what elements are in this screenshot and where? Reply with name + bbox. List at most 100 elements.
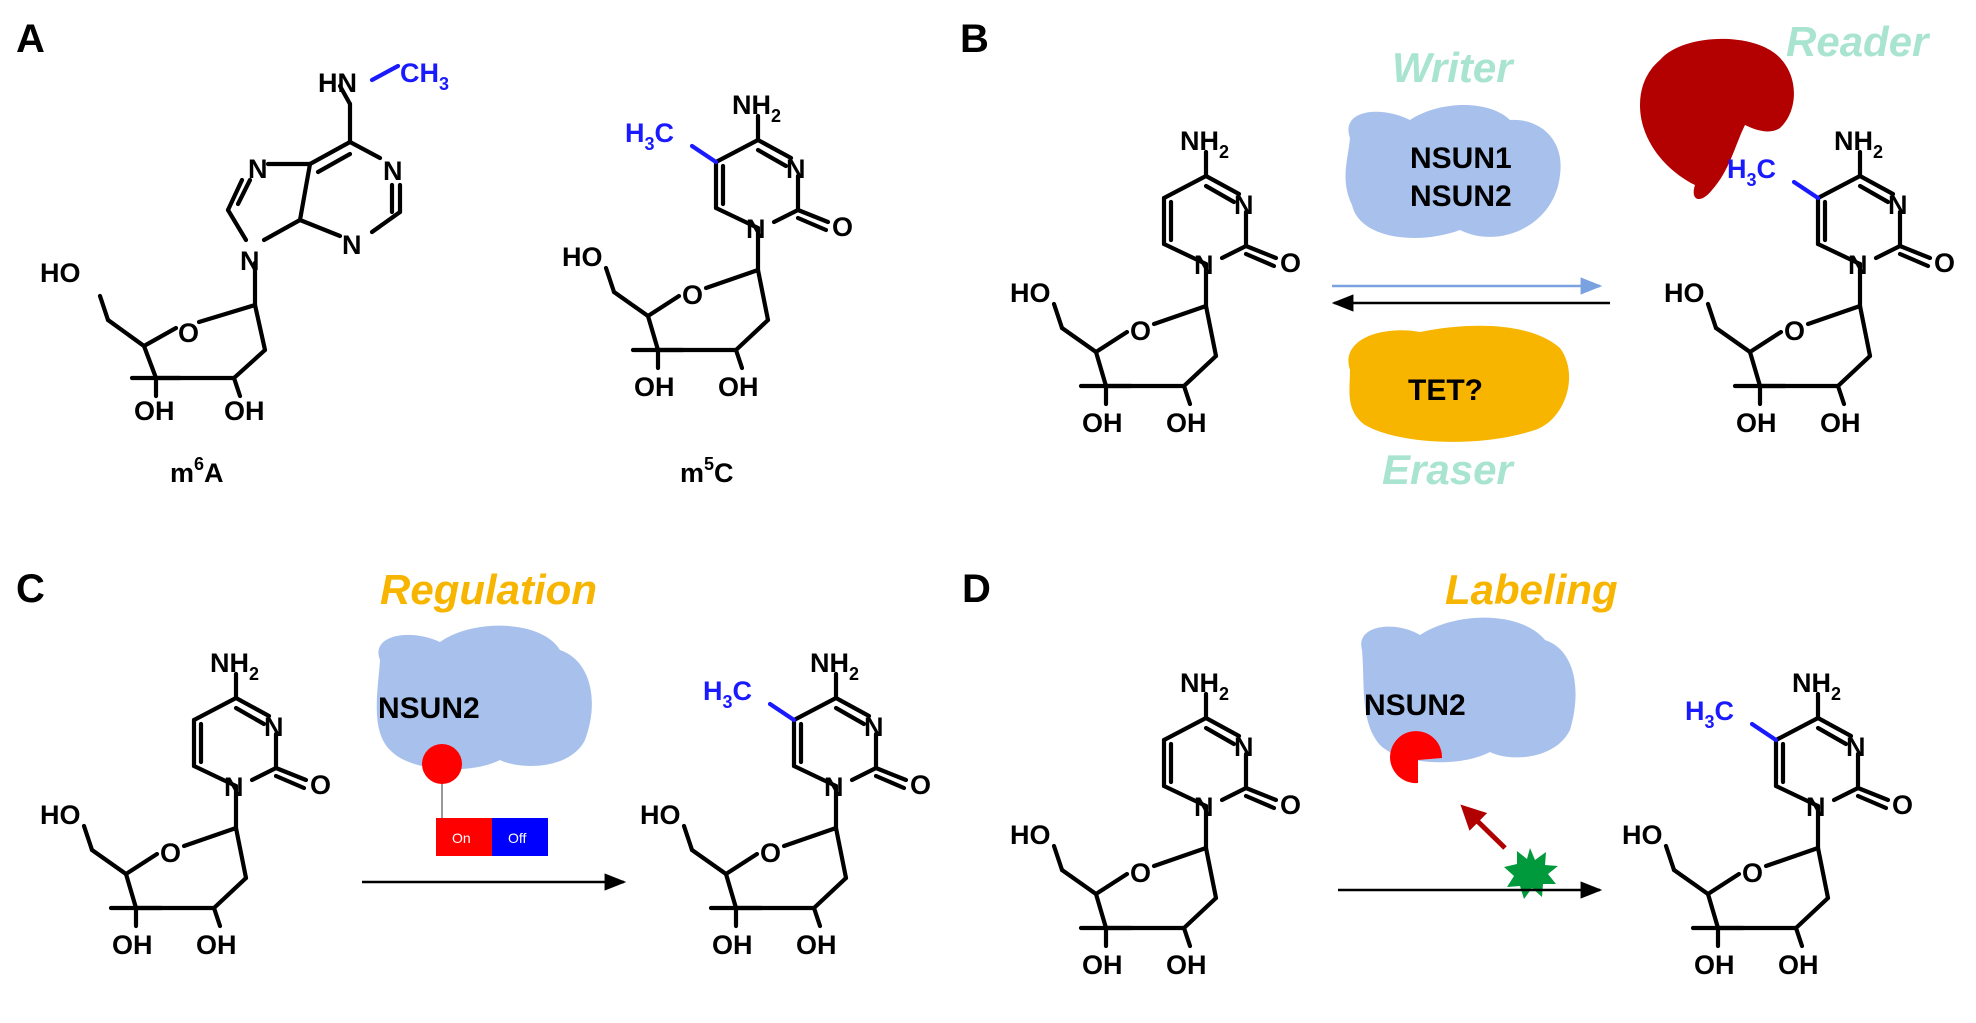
svg-text:N: N (786, 154, 806, 184)
m5c-caption: m5C (680, 454, 734, 488)
svg-text:O: O (160, 838, 181, 868)
svg-text:O: O (832, 212, 853, 242)
svg-text:N: N (1846, 732, 1866, 762)
svg-text:O: O (682, 280, 703, 310)
svg-text:N: N (1234, 190, 1254, 220)
m5c-structure-b: N N O NH2 H3C O HO OH OH (1664, 126, 1955, 438)
svg-text:H3C: H3C (1685, 696, 1734, 732)
svg-text:N: N (824, 772, 844, 802)
svg-text:NH2: NH2 (210, 648, 259, 684)
m5c-structure-d: N N O NH2 H3C O HO OH OH (1622, 668, 1913, 980)
atom-n3: N (342, 230, 362, 260)
svg-text:OH: OH (718, 372, 759, 402)
svg-text:O: O (310, 770, 331, 800)
svg-text:OH: OH (1820, 408, 1861, 438)
svg-text:O: O (910, 770, 931, 800)
atom-n7: N (248, 154, 268, 184)
svg-text:NH2: NH2 (732, 90, 781, 126)
nsun2-enzyme-blob (1361, 617, 1576, 763)
svg-text:N: N (1888, 190, 1908, 220)
eraser-enzyme-blob (1348, 325, 1570, 442)
writer-label: Writer (1392, 44, 1515, 91)
svg-text:NH2: NH2 (1180, 668, 1229, 704)
nsun2-enzyme-blob (376, 625, 592, 770)
atom-n1: N (383, 156, 403, 186)
svg-text:N: N (224, 772, 244, 802)
regulation-ligand (422, 744, 462, 784)
reader-protein-blob (1640, 38, 1794, 200)
svg-text:O: O (1892, 790, 1913, 820)
svg-text:OH: OH (796, 930, 837, 960)
nsun2-label: NSUN2 (1364, 689, 1466, 722)
svg-text:HO: HO (1010, 278, 1051, 308)
svg-text:O: O (1130, 316, 1151, 346)
svg-text:OH: OH (1778, 950, 1819, 980)
svg-text:HO: HO (640, 800, 681, 830)
svg-text:H3C: H3C (1727, 154, 1776, 190)
svg-text:OH: OH (1166, 408, 1207, 438)
eraser-label: Eraser (1382, 446, 1515, 493)
svg-text:OH: OH (1166, 950, 1207, 980)
svg-text:HO: HO (1622, 820, 1663, 850)
svg-text:HO: HO (1010, 820, 1051, 850)
m5c-structure: N N O NH2 H3C O HO OH OH (562, 90, 853, 402)
switch-off-label: Off (508, 830, 527, 846)
cytidine-structure-c: N N O NH2 O HO OH OH (40, 648, 331, 960)
svg-text:N: N (264, 712, 284, 742)
svg-text:HO: HO (40, 800, 81, 830)
eraser-enzyme-label: TET? (1408, 374, 1483, 407)
svg-text:N: N (1194, 250, 1214, 280)
switch-off[interactable] (492, 818, 548, 856)
svg-text:N: N (1848, 250, 1868, 280)
atom-oh: OH (224, 396, 265, 426)
panel-label-d: D (962, 567, 991, 611)
atom-o-ring: O (178, 318, 199, 348)
svg-text:HO: HO (1664, 278, 1705, 308)
svg-text:H3C: H3C (703, 676, 752, 712)
switch-on[interactable] (436, 818, 492, 856)
switch-on-label: On (452, 830, 471, 846)
svg-text:O: O (1784, 316, 1805, 346)
atom-n9: N (240, 246, 260, 276)
panel-label-c: C (16, 567, 45, 611)
labeling-pocket (1390, 731, 1443, 784)
svg-text:O: O (1280, 790, 1301, 820)
svg-text:NH2: NH2 (1180, 126, 1229, 162)
m6a-caption: m6A (170, 454, 224, 488)
svg-text:OH: OH (112, 930, 153, 960)
svg-text:O: O (1280, 248, 1301, 278)
m6a-structure: N N N N HN CH3 O HO OH OH (40, 58, 449, 426)
svg-text:O: O (1130, 858, 1151, 888)
svg-text:N: N (1806, 792, 1826, 822)
labeling-title: Labeling (1445, 566, 1618, 613)
m5c-structure-c: N N O NH2 H3C O HO OH OH (640, 648, 931, 960)
svg-text:NH2: NH2 (1792, 668, 1841, 704)
svg-text:O: O (760, 838, 781, 868)
svg-text:NH2: NH2 (1834, 126, 1883, 162)
svg-text:O: O (1742, 858, 1763, 888)
cytidine-structure-b: N N O NH2 O HO OH OH (1010, 126, 1301, 438)
svg-text:HO: HO (562, 242, 603, 272)
writer-enzyme-label: NSUN2 (1410, 180, 1512, 213)
methyl-label: CH3 (400, 58, 449, 94)
regulation-title: Regulation (380, 566, 597, 613)
svg-text:OH: OH (196, 930, 237, 960)
svg-text:OH: OH (712, 930, 753, 960)
svg-text:O: O (1934, 248, 1955, 278)
cytidine-structure-d: N N O NH2 O HO OH OH (1010, 668, 1301, 980)
svg-text:N: N (1194, 792, 1214, 822)
svg-text:N: N (746, 214, 766, 244)
labeling-arrow (1460, 804, 1507, 850)
svg-text:OH: OH (1082, 408, 1123, 438)
svg-text:OH: OH (1694, 950, 1735, 980)
svg-text:OH: OH (634, 372, 675, 402)
writer-enzyme-blob (1345, 105, 1561, 238)
probe-star (1504, 848, 1558, 899)
svg-text:NH2: NH2 (810, 648, 859, 684)
reader-label: Reader (1786, 18, 1931, 65)
svg-text:N: N (1234, 732, 1254, 762)
svg-text:OH: OH (1736, 408, 1777, 438)
atom-oh: OH (134, 396, 175, 426)
svg-text:H3C: H3C (625, 118, 674, 154)
